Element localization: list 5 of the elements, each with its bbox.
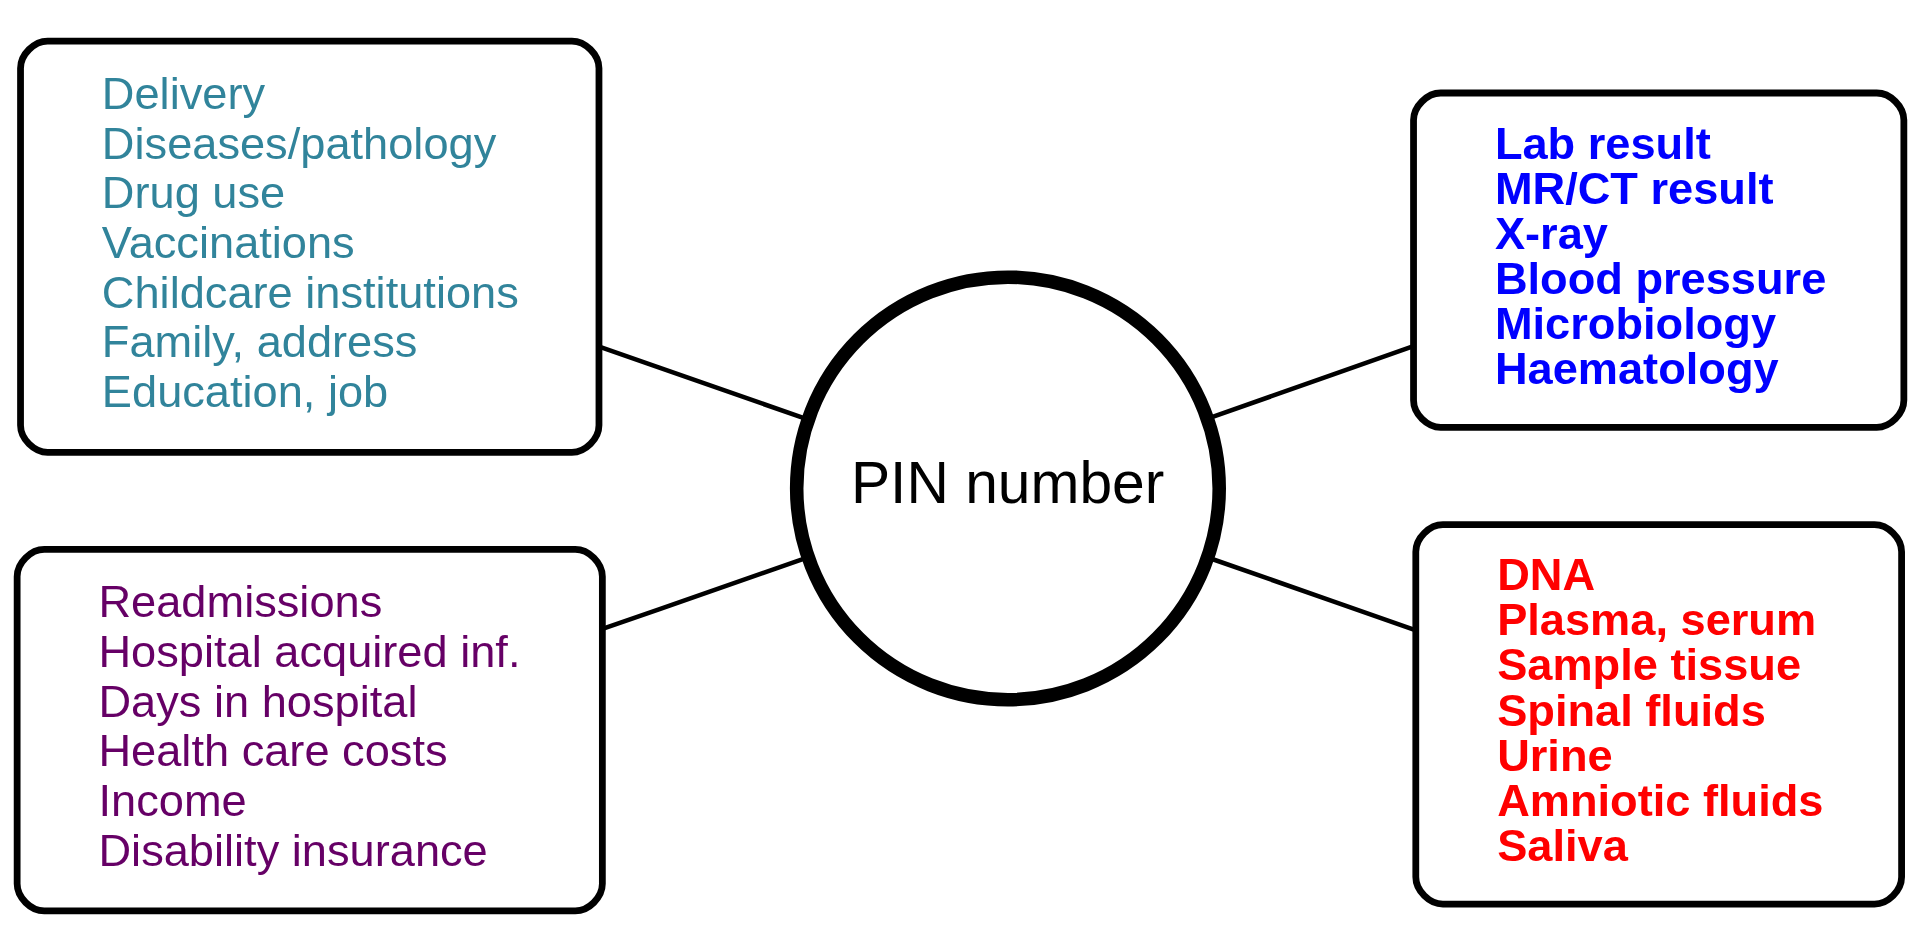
node-box: DNA Plasma, serum Sample tissue Spinal fluids Urine Amniotic fluids Saliva [1412, 520, 1905, 908]
node-box: Delivery Diseases/pathology Drug use Vaccinations Childcare institutions Family, address Education, job [17, 37, 603, 456]
node-circle: PIN number [789, 269, 1226, 706]
node-box: Readmissions Hospital acquired inf. Days in hospital Health care costs Income Disability insurance [13, 545, 606, 914]
node-box: Lab result MR/CT result X-ray Blood pressure Microbiology Haematology [1410, 89, 1908, 431]
